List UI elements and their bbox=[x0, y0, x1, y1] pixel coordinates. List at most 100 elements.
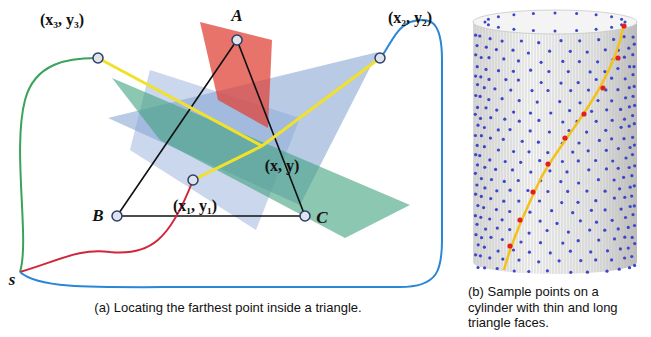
sample-dot bbox=[501, 97, 504, 100]
sample-dot bbox=[497, 148, 500, 151]
sample-dot bbox=[548, 169, 551, 172]
sample-dot bbox=[633, 43, 636, 46]
sample-dot bbox=[575, 29, 578, 32]
sample-dot bbox=[546, 190, 549, 193]
sample-dot bbox=[587, 168, 590, 171]
sample-dot bbox=[487, 18, 490, 21]
sample-dot bbox=[577, 181, 580, 184]
sample-dot bbox=[577, 159, 580, 162]
sample-dot bbox=[605, 270, 608, 273]
sample-dot bbox=[483, 246, 486, 249]
sample-dot bbox=[475, 183, 478, 186]
sample-dot bbox=[512, 28, 515, 31]
sample-dot bbox=[628, 65, 631, 68]
sample-dot bbox=[633, 85, 636, 88]
sample-dot bbox=[565, 170, 568, 173]
sample-dot bbox=[512, 70, 515, 73]
sample-dot bbox=[611, 159, 614, 162]
path-dot bbox=[615, 55, 620, 60]
sample-dot bbox=[595, 78, 598, 81]
sample-dot bbox=[529, 112, 532, 115]
sample-dot bbox=[513, 269, 516, 272]
sample-dot bbox=[493, 87, 496, 90]
sample-dot bbox=[597, 38, 600, 41]
sample-dot bbox=[611, 119, 614, 122]
sample-dot bbox=[623, 236, 626, 239]
subfigure-caption: (b) Sample points on a cylinder with thi… bbox=[468, 284, 646, 331]
sample-dot bbox=[527, 51, 530, 54]
sample-dot bbox=[613, 197, 616, 200]
sample-dot bbox=[479, 117, 482, 120]
vertex-label: B bbox=[92, 207, 103, 226]
sample-dot bbox=[577, 81, 580, 84]
sample-dot bbox=[566, 190, 569, 193]
sample-dot bbox=[632, 36, 635, 39]
sample-dot bbox=[502, 200, 505, 203]
sample-dot bbox=[620, 126, 623, 129]
sample-dot bbox=[489, 137, 492, 140]
sample-dot bbox=[512, 13, 515, 16]
sample-dot bbox=[610, 258, 613, 261]
sample-dot bbox=[596, 99, 599, 102]
sample-dot bbox=[529, 69, 532, 72]
sample-dot bbox=[538, 199, 541, 202]
sample-dot bbox=[547, 70, 550, 73]
sample-dot bbox=[478, 154, 481, 157]
sample-dot bbox=[484, 21, 487, 24]
sample-dot bbox=[578, 101, 581, 104]
sample-dot bbox=[483, 86, 486, 89]
sample-dot bbox=[518, 99, 521, 102]
sample-dot bbox=[603, 70, 606, 73]
path-dot bbox=[581, 111, 586, 116]
sample-dot bbox=[548, 130, 551, 133]
sample-dot bbox=[487, 56, 490, 59]
sample-dot bbox=[479, 95, 482, 98]
sample-dot bbox=[490, 178, 493, 181]
sample-dot bbox=[554, 30, 557, 33]
sample-dot bbox=[558, 100, 561, 103]
path-dot bbox=[507, 243, 512, 248]
sample-dot bbox=[537, 260, 540, 263]
sample-dot bbox=[560, 201, 563, 204]
sample-dot bbox=[590, 209, 593, 212]
sample-dot bbox=[479, 254, 482, 257]
sample-dot bbox=[576, 201, 579, 204]
sample-dot bbox=[508, 228, 511, 231]
point-label: (x₃, y₃) bbox=[40, 11, 84, 29]
path-dot bbox=[600, 85, 605, 90]
sample-dot bbox=[474, 253, 477, 256]
sample-dot bbox=[633, 204, 636, 207]
sample-dot bbox=[613, 178, 616, 181]
sample-dot bbox=[569, 250, 572, 253]
sample-dot bbox=[501, 238, 504, 241]
sample-dot bbox=[474, 134, 477, 137]
sample-dot bbox=[595, 120, 598, 123]
sample-dot bbox=[585, 131, 588, 134]
sample-dot bbox=[633, 122, 636, 125]
sample-dot bbox=[536, 101, 539, 104]
sample-dot bbox=[532, 29, 535, 32]
sample-dot bbox=[569, 271, 572, 274]
sample-dot bbox=[568, 109, 571, 112]
sample-dot bbox=[512, 111, 515, 114]
sample-dot bbox=[631, 236, 634, 239]
sample-dot bbox=[483, 126, 486, 129]
sample-dot bbox=[502, 57, 505, 60]
sample-dot bbox=[623, 118, 626, 121]
sample-dot bbox=[624, 156, 627, 159]
sample-dot bbox=[504, 160, 507, 163]
sample-dot bbox=[624, 21, 627, 24]
sample-dot bbox=[627, 47, 630, 50]
sample-dot bbox=[597, 239, 600, 242]
sample-dot bbox=[497, 69, 500, 72]
sample-dot bbox=[596, 60, 599, 63]
sample-dot bbox=[561, 242, 564, 245]
sample-dot bbox=[537, 41, 540, 44]
sample-dot bbox=[561, 60, 564, 63]
vertex-label: A bbox=[231, 7, 242, 26]
sample-dot bbox=[529, 129, 532, 132]
sample-dot bbox=[485, 46, 488, 49]
sample-dot bbox=[631, 53, 634, 56]
sample-dot bbox=[604, 129, 607, 132]
sample-dot bbox=[628, 125, 631, 128]
